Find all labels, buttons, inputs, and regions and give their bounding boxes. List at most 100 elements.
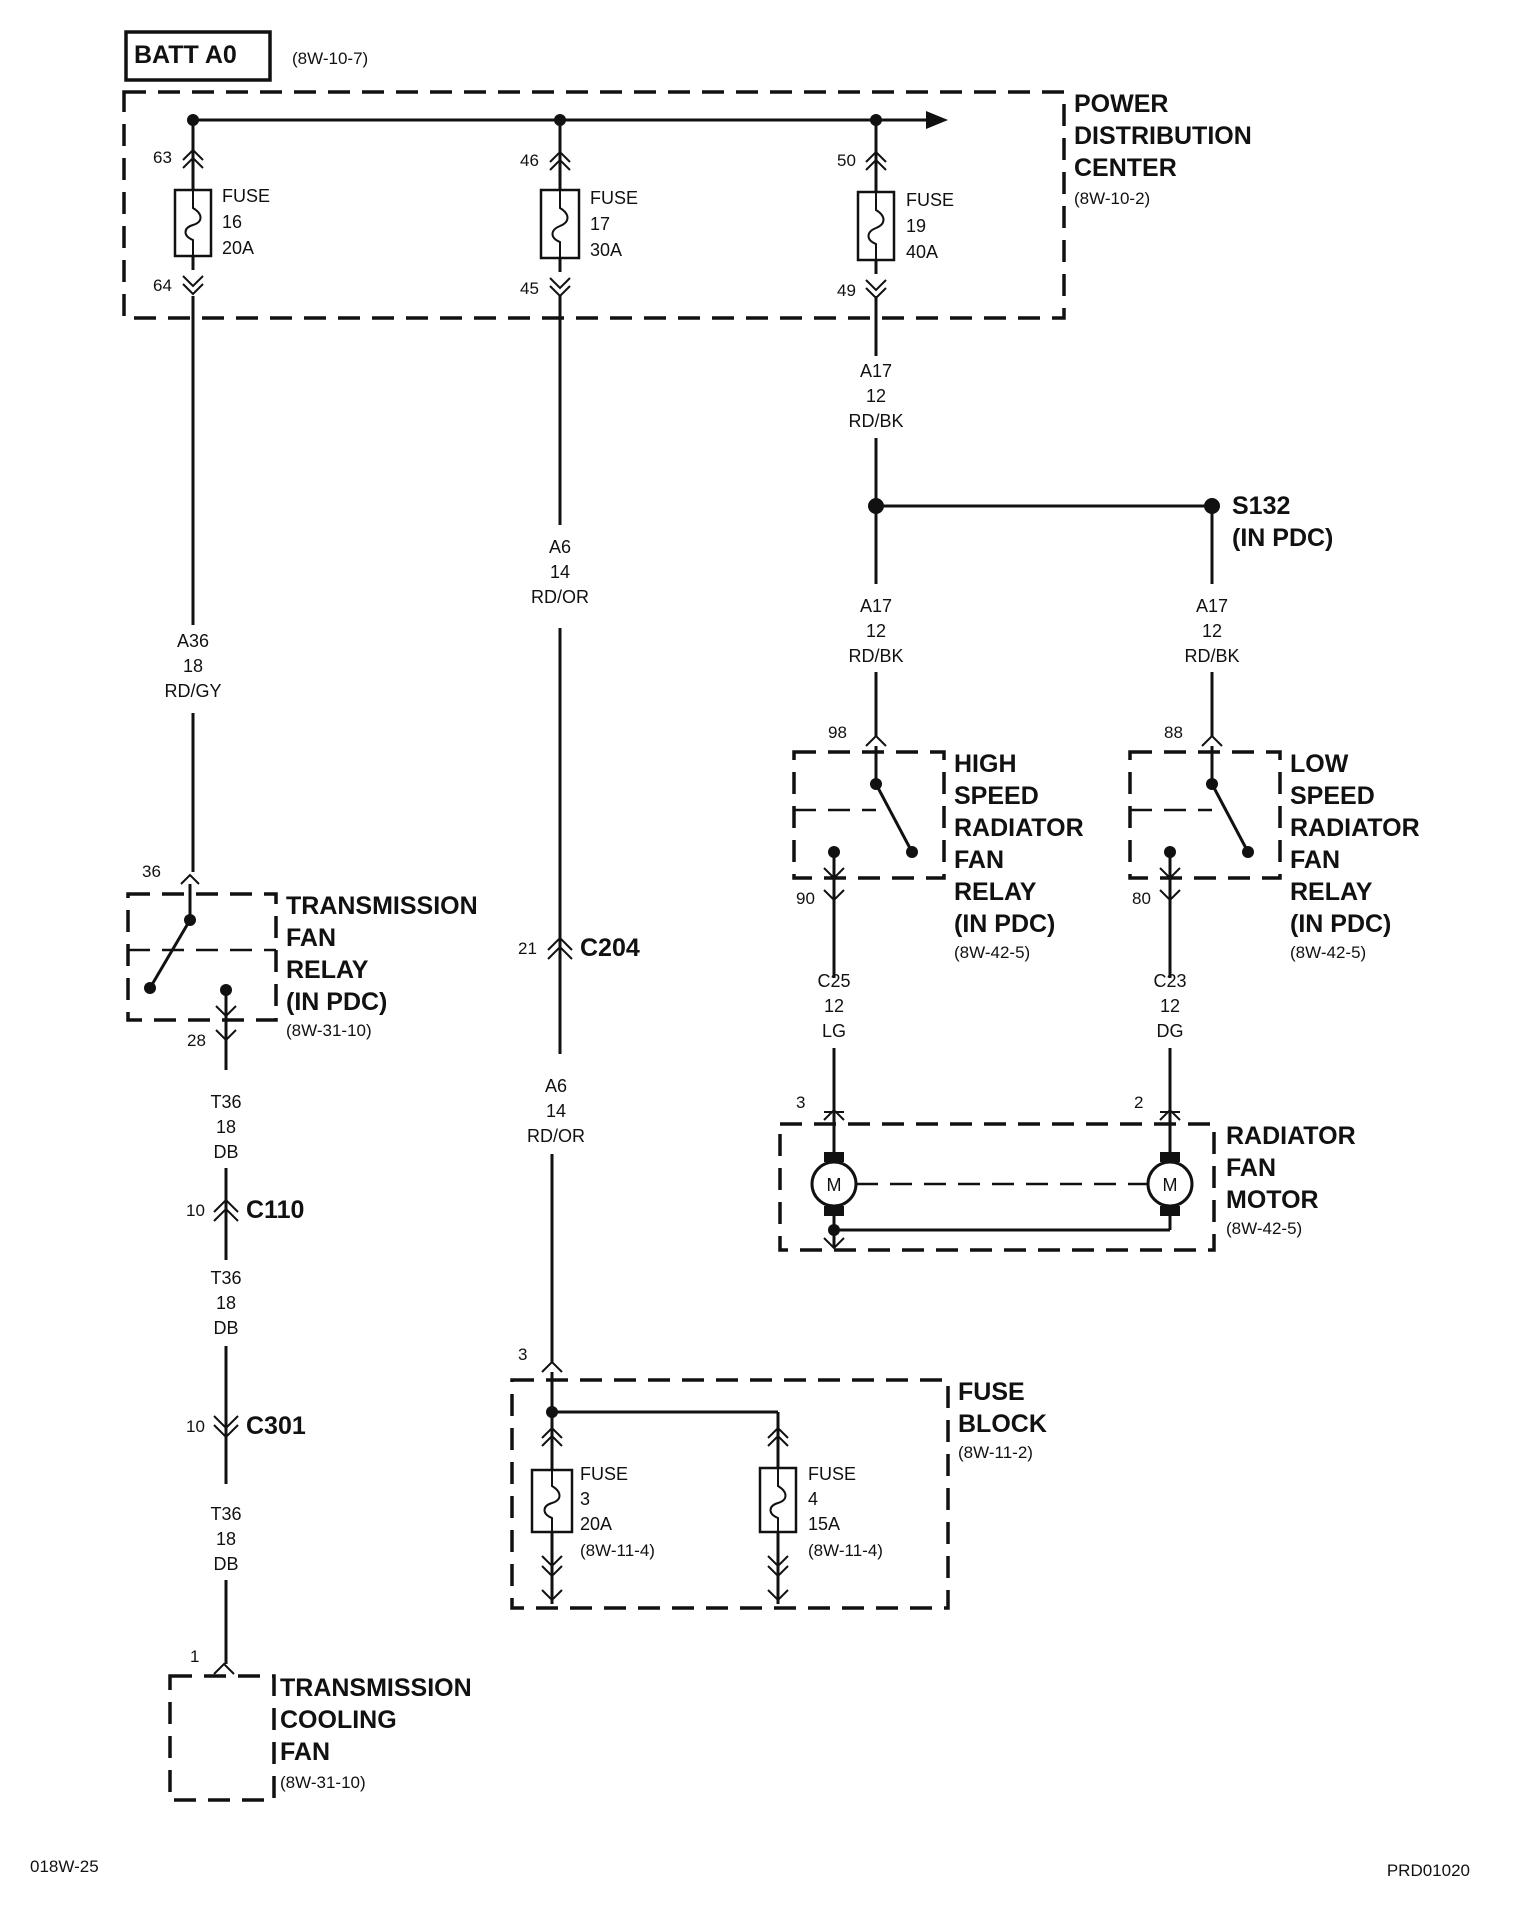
wire-color: DB [213,1318,238,1338]
wire-gauge: 18 [183,656,203,676]
lo-relay-name-4: FAN [1290,846,1340,874]
relay-contact [906,846,918,858]
wire-circuit-id: A17 [860,361,892,381]
lo-relay-name-1: LOW [1290,750,1349,778]
relay-pin-in: 36 [142,862,161,881]
connector-pin: 10 [186,1417,205,1436]
hi-relay-name-5: RELAY [954,878,1037,906]
fuse-pin-out: 45 [520,279,539,298]
fuse-rating: 20A [580,1514,612,1534]
wire-gauge: 18 [216,1117,236,1137]
hi-relay-name-3: RADIATOR [954,814,1084,842]
pdc-name-1: POWER [1074,90,1168,118]
fuse-pin-in: 63 [153,148,172,167]
wire-color: DB [213,1554,238,1574]
wire-gauge: 14 [546,1101,566,1121]
trans-relay-name-3: RELAY [286,956,369,984]
trans-relay-box [126,892,278,1022]
lo-relay-name-3: RADIATOR [1290,814,1420,842]
pdc-box [122,90,1066,320]
fuse-label: FUSE [808,1464,856,1484]
wire-gauge: 12 [1202,621,1222,641]
relay-pin-out: 28 [187,1031,206,1050]
fuse-rating: 20A [222,238,254,258]
relay-switch-arm [148,919,192,989]
wire-color: RD/GY [164,681,221,701]
cooling-fan-ref: (8W-31-10) [280,1773,366,1792]
fuse-block-name-2: BLOCK [958,1410,1047,1438]
connector-c301: C301 [246,1412,306,1440]
pdc-fuse-16 [173,120,213,296]
fuse-number: 19 [906,216,926,236]
pdc-name-3: CENTER [1074,154,1177,182]
relay-pin-in: 88 [1164,723,1183,742]
wire-circuit-id: A17 [1196,596,1228,616]
wire-gauge: 12 [824,996,844,1016]
lo-relay-box [1128,750,1282,880]
trans-relay-name-4: (IN PDC) [286,988,387,1016]
trans-relay-ref: (8W-31-10) [286,1021,372,1040]
fuse-pin-out: 64 [153,276,172,295]
wire-color: RD/BK [848,646,903,666]
wire-circuit-id: T36 [210,1268,241,1288]
batt-label-box [124,30,272,82]
hi-relay-name-4: FAN [954,846,1004,874]
connector-c204-symbol [547,936,573,951]
fuse-block-pin: 3 [518,1345,527,1364]
pdc-bus-arrow [926,111,948,129]
motor-box [778,1122,1216,1252]
footer-page-code: 018W-25 [30,1857,99,1876]
fuse-rating: 30A [590,240,622,260]
wire-color: RD/OR [527,1126,585,1146]
cooling-fan-name-2: COOLING [280,1706,397,1734]
fuse-number: 17 [590,214,610,234]
fuse-pin-in: 50 [837,151,856,170]
relay-pin-in-symbol [865,734,887,747]
fuse-rating: 40A [906,242,938,262]
connector-c110-symbol [213,1198,239,1213]
relay-pin-out: 90 [796,889,815,908]
pdc-ref: (8W-10-2) [1074,189,1150,208]
wire-circuit-id: A17 [860,596,892,616]
fuse-number: 4 [808,1489,818,1509]
connector-pin: 21 [518,939,537,958]
fuse-number: 16 [222,212,242,232]
motor-symbol: M [827,1175,842,1195]
footer-figure-id: PRD01020 [1387,1861,1470,1880]
wire-gauge: 12 [866,621,886,641]
fuse-block-fuse-4 [758,1426,798,1604]
motor-pin-symbol [1159,1108,1181,1121]
hi-relay-name-1: HIGH [954,750,1017,778]
pdc-name-2: DISTRIBUTION [1074,122,1252,150]
fuse-block-ref: (8W-11-2) [958,1443,1033,1462]
wire-gauge: 12 [866,386,886,406]
lo-relay-name-2: SPEED [1290,782,1375,810]
cooling-fan-name-3: FAN [280,1738,330,1766]
connector-c301-symbol [213,1415,239,1430]
hi-relay-name-6: (IN PDC) [954,910,1055,938]
fuse-pin-in: 46 [520,151,539,170]
wire-circuit-id: A6 [545,1076,567,1096]
connector-c204: C204 [580,934,640,962]
pdc-fuse-17 [539,120,581,298]
hi-relay-name-2: SPEED [954,782,1039,810]
motor-name-2: FAN [1226,1154,1276,1182]
connector-c110: C110 [246,1196,304,1224]
batt-ref: (8W-10-7) [292,49,368,68]
wire-circuit-id: A36 [177,631,209,651]
wire-circuit-id: C23 [1153,971,1186,991]
motor-symbol: M [1163,1175,1178,1195]
motor-name-1: RADIATOR [1226,1122,1356,1150]
motor-ref: (8W-42-5) [1226,1219,1302,1238]
wire-circuit-id: A6 [549,537,571,557]
relay-pin-out-symbol [215,1029,237,1042]
trans-relay-name-1: TRANSMISSION [286,892,478,920]
fuse-label: FUSE [222,186,270,206]
wire-circuit-id: T36 [210,1504,241,1524]
wire-color: DB [213,1142,238,1162]
hi-relay-box [792,750,946,880]
fuse-block-pin-symbol [541,1360,563,1373]
motor-pin-right: 2 [1134,1093,1143,1112]
trans-relay-name-2: FAN [286,924,336,952]
